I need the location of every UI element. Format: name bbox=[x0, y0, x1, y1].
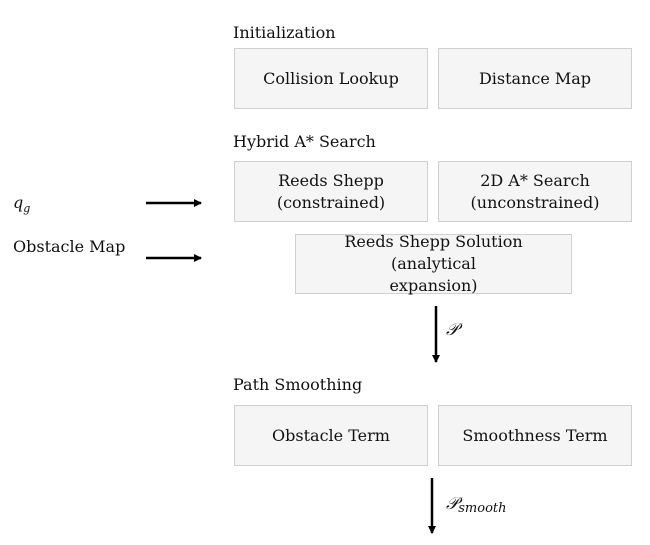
hybrid-search-title: Hybrid A* Search bbox=[233, 132, 376, 151]
path-label: 𝒫 bbox=[446, 320, 459, 340]
smoothness-term-box: Smoothness Term bbox=[438, 405, 632, 466]
obstacle-term-label: Obstacle Term bbox=[272, 425, 390, 445]
goal-config-label: qg bbox=[13, 193, 30, 215]
initialization-title: Initialization bbox=[233, 23, 336, 42]
collision-lookup-box: Collision Lookup bbox=[234, 48, 428, 109]
unconstrained-label: (unconstrained) bbox=[470, 192, 600, 212]
reeds-shepp-solution-line2: expansion) bbox=[389, 276, 478, 295]
smooth-path-label: 𝒫smooth bbox=[446, 494, 507, 516]
obstacle-term-box: Obstacle Term bbox=[234, 405, 428, 466]
reeds-shepp-label: Reeds Shepp bbox=[278, 170, 384, 190]
goal-symbol: q bbox=[13, 193, 24, 212]
reeds-shepp-solution-line1: Reeds Shepp Solution (analytical bbox=[344, 232, 523, 273]
collision-lookup-label: Collision Lookup bbox=[263, 68, 399, 88]
reeds-shepp-solution-box: Reeds Shepp Solution (analytical expansi… bbox=[295, 232, 572, 295]
distance-map-label: Distance Map bbox=[478, 68, 592, 88]
goal-subscript: g bbox=[23, 202, 31, 215]
smooth-path-symbol: 𝒫 bbox=[446, 494, 459, 514]
astar-2d-unconstrained-box: 2D A* Search (unconstrained) bbox=[438, 161, 632, 222]
constrained-label: (constrained) bbox=[276, 192, 386, 212]
smoothness-term-label: Smoothness Term bbox=[462, 425, 608, 445]
path-smoothing-title: Path Smoothing bbox=[233, 375, 363, 394]
obstacle-map-label: Obstacle Map bbox=[13, 237, 126, 256]
distance-map-box: Distance Map bbox=[438, 48, 632, 109]
astar-2d-label: 2D A* Search bbox=[480, 170, 590, 190]
reeds-shepp-constrained-box: Reeds Shepp (constrained) bbox=[234, 161, 428, 222]
smooth-path-subscript: smooth bbox=[458, 501, 507, 516]
